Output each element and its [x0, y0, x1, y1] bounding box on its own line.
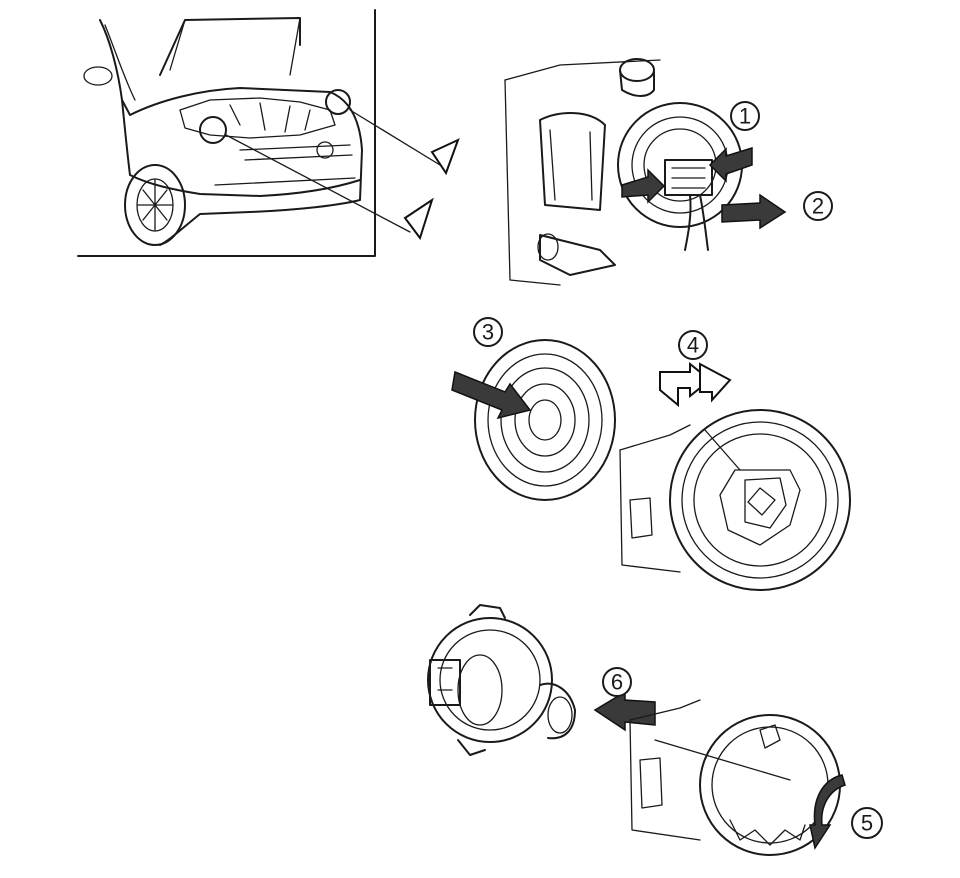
retaining-spring-panel: [619, 361, 851, 591]
step-3-marker: 3: [473, 317, 503, 347]
right-headlamp-marker: [325, 89, 351, 115]
step-2-label: 2: [812, 194, 824, 219]
step-5-label: 5: [861, 811, 873, 836]
step-1-label: 1: [739, 104, 751, 129]
car-overview-panel: [77, 9, 460, 257]
left-headlamp-marker: [199, 116, 227, 144]
step-6-marker: 6: [602, 667, 632, 697]
step-3-label: 3: [482, 320, 494, 345]
dust-cover-panel: [451, 339, 616, 501]
step-5-marker: 5: [851, 807, 883, 839]
step-4-marker: 4: [678, 330, 708, 360]
step-2-marker: 2: [803, 191, 833, 221]
step-6-label: 6: [611, 670, 623, 695]
step-4-label: 4: [687, 333, 699, 358]
bulb-removal-panel: [427, 604, 846, 856]
connector-removal-panel: [504, 58, 787, 286]
step-1-marker: 1: [730, 101, 760, 131]
